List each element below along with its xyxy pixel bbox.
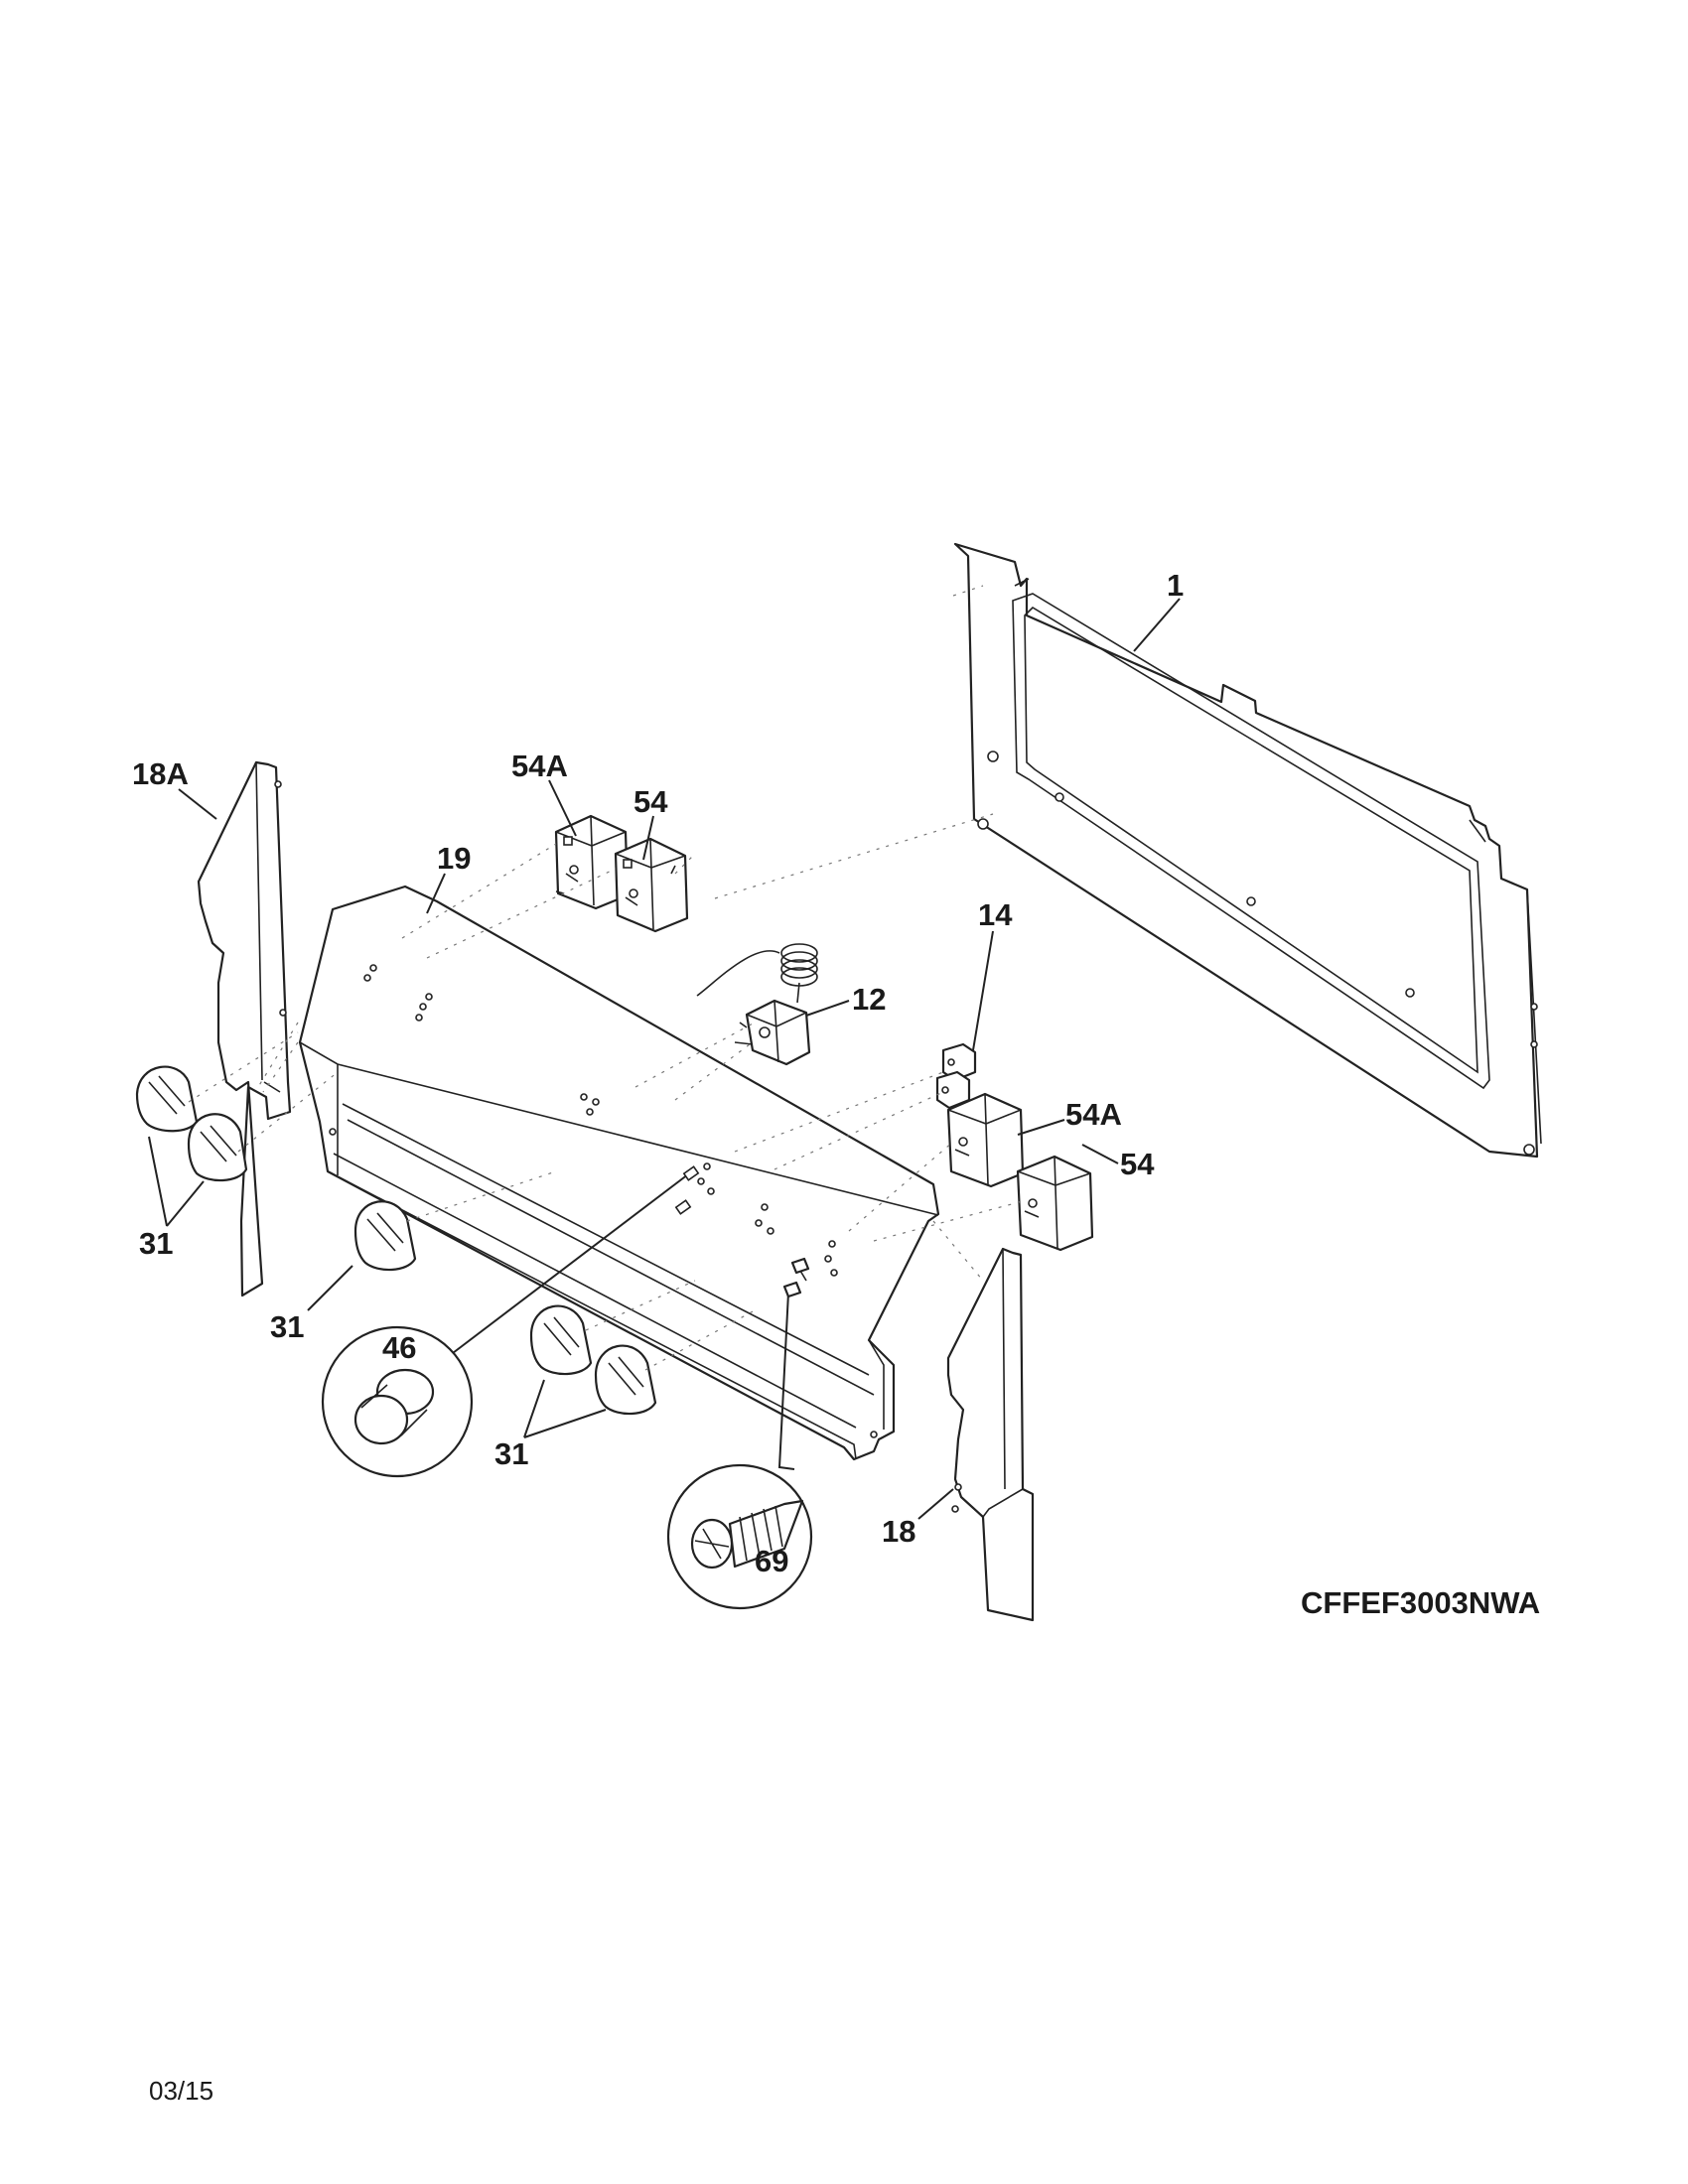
callout-54a-lower: 54A [1065, 1097, 1122, 1132]
part-54-infinite-switch-lower[interactable] [1016, 1155, 1094, 1252]
callout-54a-upper: 54A [511, 749, 568, 783]
callout-31-bottom: 31 [494, 1436, 528, 1471]
callout-18a: 18A [132, 756, 189, 791]
callout-54-upper: 54 [633, 784, 668, 819]
part-14-indicator-light[interactable] [935, 1042, 977, 1110]
date-code: 03/15 [149, 2076, 213, 2106]
leader-line-31-middle [307, 1265, 353, 1311]
part-12-thermostat[interactable] [696, 943, 818, 1066]
part-1-rear-panel[interactable] [953, 542, 1542, 1159]
callout-18: 18 [882, 1514, 915, 1549]
assembly-alignment-lines [188, 585, 1024, 1371]
part-31-knobs-bottom-pair[interactable] [529, 1304, 657, 1416]
callout-31-middle: 31 [270, 1309, 304, 1344]
leader-line-18a [178, 788, 217, 820]
leader-line-12 [805, 1000, 850, 1017]
callout-12: 12 [852, 982, 886, 1017]
part-31-knob-middle[interactable] [353, 1200, 417, 1272]
leader-line-54a-upper [548, 779, 577, 837]
callout-19: 19 [437, 841, 471, 876]
callout-31-left: 31 [139, 1226, 173, 1261]
part-18a-left-side-trim[interactable] [197, 760, 292, 1297]
leader-line-31-bottom [523, 1379, 607, 1438]
callout-69: 69 [755, 1544, 788, 1578]
leader-line-1 [1133, 598, 1181, 652]
part-31-knobs-left-pair[interactable] [135, 1065, 248, 1182]
leader-line-31-left [148, 1136, 205, 1227]
part-18-right-side-trim[interactable] [946, 1247, 1035, 1622]
part-46-detail-bumper[interactable] [321, 1165, 700, 1478]
callout-1: 1 [1167, 568, 1184, 603]
leader-line-54a-lower [1017, 1119, 1065, 1136]
part-54a-infinite-switch-lower[interactable] [946, 1092, 1025, 1188]
model-number: CFFEF3003NWA [1301, 1585, 1540, 1620]
leader-line-14 [972, 930, 994, 1051]
callout-14: 14 [978, 897, 1013, 932]
callout-54-lower: 54 [1120, 1147, 1155, 1181]
leader-line-54-lower [1081, 1144, 1119, 1164]
callout-46: 46 [382, 1330, 416, 1365]
part-69-detail-screw[interactable] [666, 1257, 813, 1610]
part-54-infinite-switch-upper[interactable] [614, 837, 689, 933]
leader-line-54-upper [642, 815, 654, 861]
part-19-control-panel[interactable] [298, 885, 940, 1461]
leader-line-18 [917, 1488, 954, 1520]
leader-line-19 [426, 873, 446, 914]
